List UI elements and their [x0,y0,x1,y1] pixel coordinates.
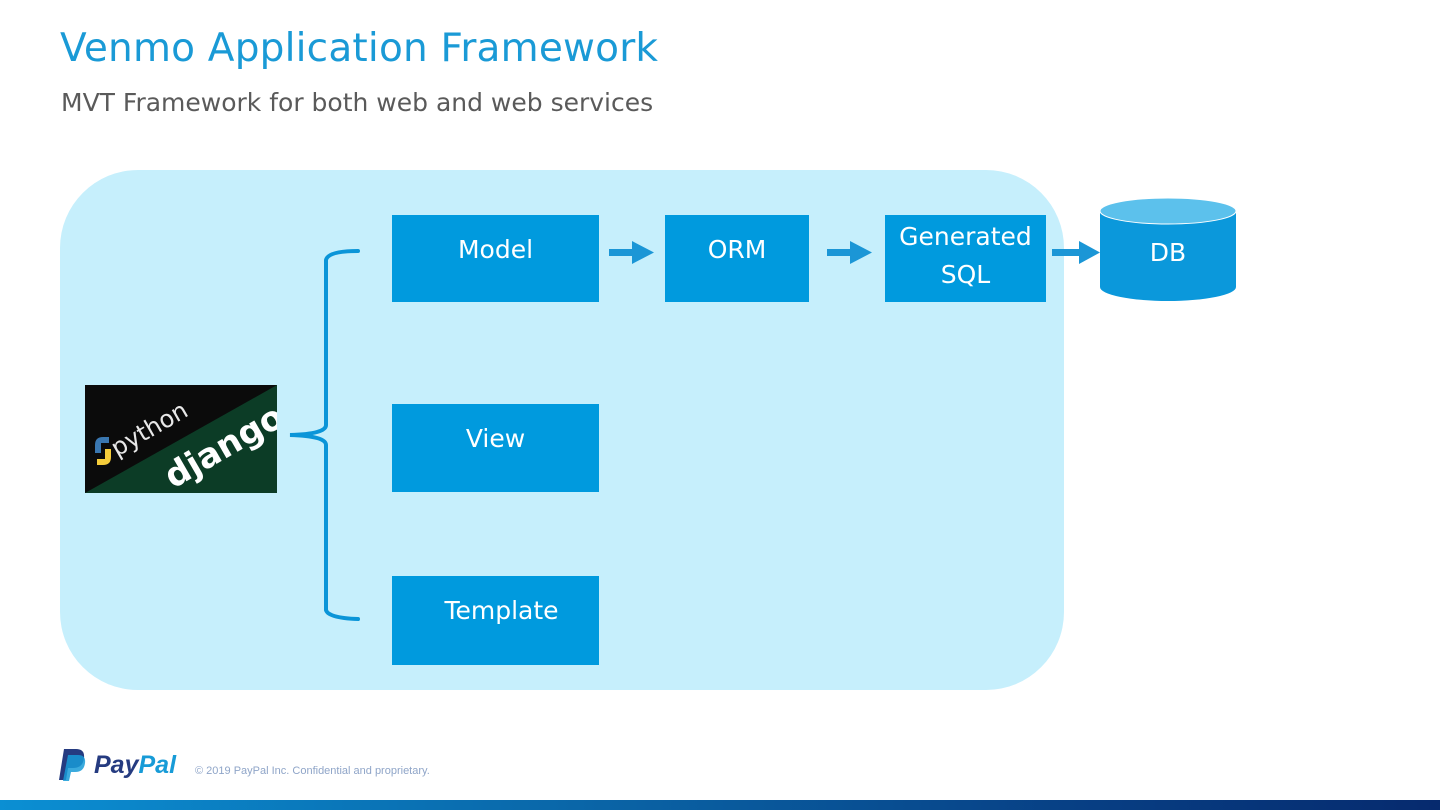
arrow-sql-to-db-icon [1052,241,1100,264]
generated-sql-line1: Generated [899,222,1032,251]
paypal-wordmark-pal: Pal [138,750,177,779]
paypal-logo: PayPal [58,748,176,782]
slide-title: Venmo Application Framework [60,26,659,71]
template-label: Template [444,596,559,625]
copyright-notice: © 2019 PayPal Inc. Confidential and prop… [195,765,430,777]
generated-sql-box: Generated SQL [885,215,1046,302]
generated-sql-label: Generated SQL [899,218,1032,294]
model-box: Model [392,215,599,302]
curly-brace-connector [289,249,360,621]
generated-sql-line2: SQL [940,260,991,289]
database-cylinder-icon [1099,197,1237,301]
view-box: View [392,404,599,492]
view-label: View [465,424,526,453]
model-label: Model [457,235,534,264]
orm-box: ORM [665,215,809,302]
footer-gradient-bar [0,800,1440,810]
db-label: DB [1149,238,1187,267]
python-icon [95,437,111,465]
arrow-model-to-orm-icon [609,241,654,264]
arrow-orm-to-sql-icon [827,241,872,264]
template-box: Template [392,576,599,665]
paypal-wordmark: PayPal [94,751,176,780]
paypal-wordmark-pay: Pay [94,750,139,779]
paypal-p-icon [59,749,86,781]
orm-label: ORM [707,235,767,264]
slide-subtitle: MVT Framework for both web and web servi… [61,88,654,117]
python-django-logo: python django [85,385,277,493]
